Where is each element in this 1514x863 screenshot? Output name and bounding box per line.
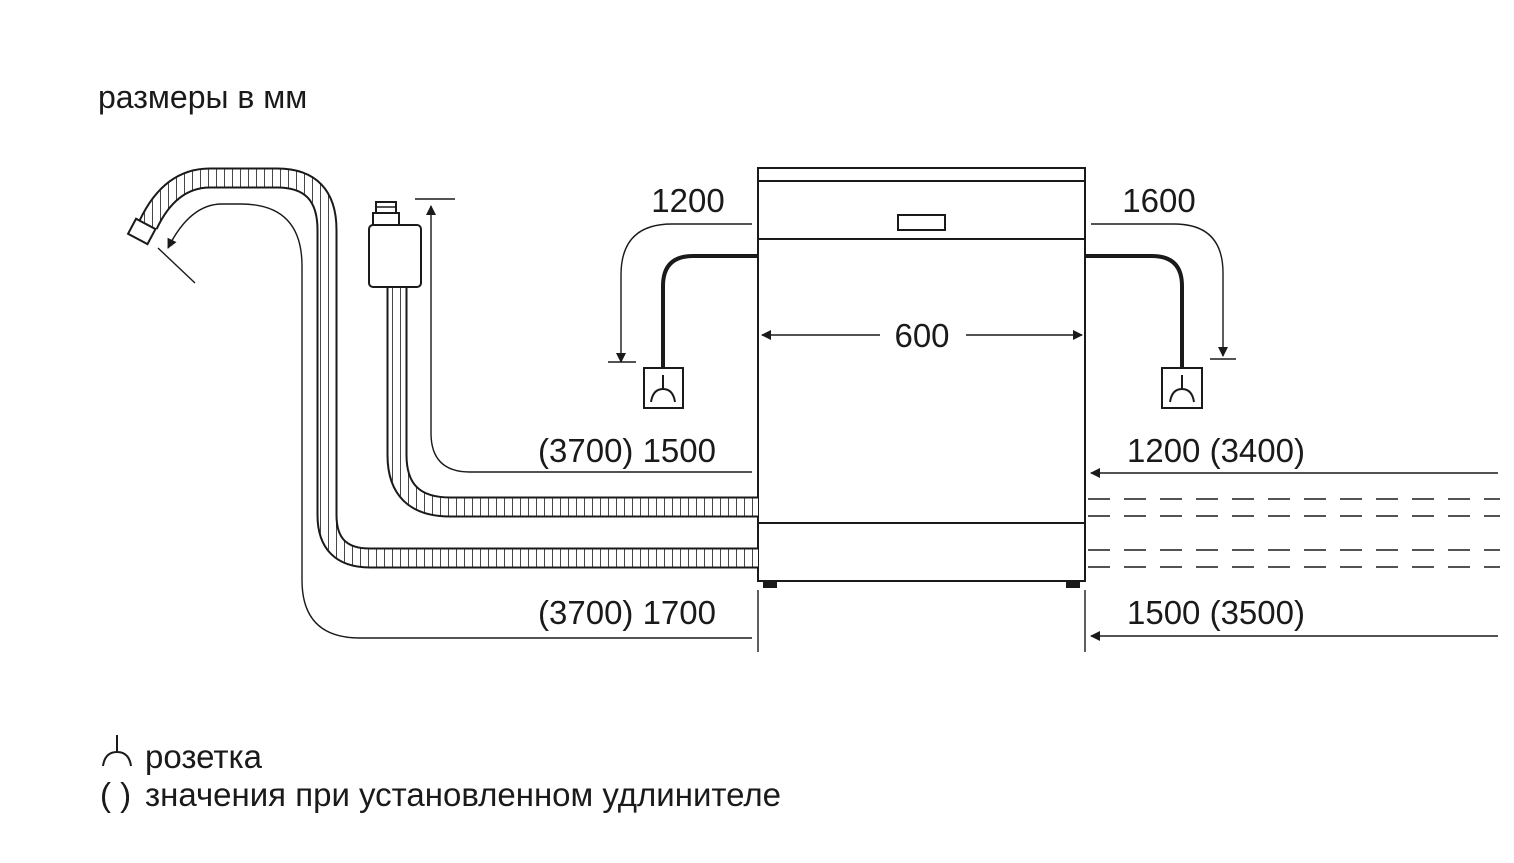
units-caption: размеры в мм	[98, 79, 307, 115]
right-drain-label: 1500 (3500)	[1127, 594, 1305, 631]
right-inlet-label: 1200 (3400)	[1127, 432, 1305, 469]
power-socket-icon	[1161, 367, 1203, 409]
left-drain-label: (3700) 1700	[538, 594, 716, 631]
legend-paren-symbol: ( )	[100, 776, 131, 813]
left-inlet-label: (3700) 1500	[538, 432, 716, 469]
width-dimension: 600	[761, 317, 1083, 354]
dishwasher-body	[757, 167, 1086, 588]
legend-socket-label: розетка	[145, 738, 263, 775]
right-power-cable: 1600	[1085, 182, 1236, 409]
legend: розетка ( ) значения при установленном у…	[100, 735, 781, 813]
corrugated-hose-icon	[386, 287, 758, 518]
control-panel-display	[897, 214, 946, 231]
inlet-hose: (3700) 1500	[368, 198, 758, 518]
power-socket-icon	[643, 367, 684, 409]
drain-hose: (3700) 1700	[126, 167, 758, 639]
aquastop-valve	[368, 201, 422, 288]
power-socket-icon	[102, 735, 132, 767]
corrugated-hose-icon	[138, 167, 758, 569]
right-hoses: 1200 (3400) 1500 (3500)	[1088, 432, 1500, 641]
left-foot	[763, 581, 777, 588]
right-foot	[1066, 581, 1080, 588]
right-cable-label: 1600	[1122, 182, 1195, 219]
width-label: 600	[894, 317, 949, 354]
legend-paren-label: значения при установленном удлинителе	[145, 776, 781, 813]
left-cable-label: 1200	[651, 182, 724, 219]
left-power-cable: 1200	[608, 182, 758, 409]
drain-hose-nozzle	[126, 217, 157, 246]
